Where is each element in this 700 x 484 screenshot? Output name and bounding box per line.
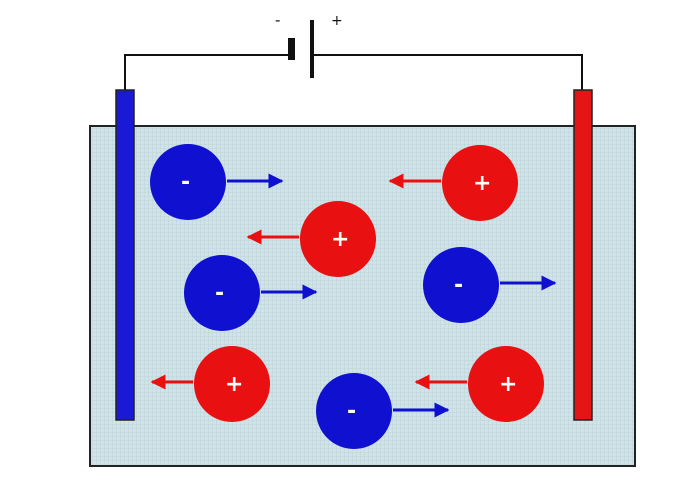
ion-charge-label: + bbox=[499, 372, 517, 397]
ion-charge-label: - bbox=[181, 170, 190, 195]
anion-circle bbox=[316, 373, 392, 449]
battery-positive-terminal-label: + bbox=[331, 13, 343, 29]
cation-circle bbox=[300, 201, 376, 277]
battery-negative-plate bbox=[288, 38, 295, 60]
anode-electrode bbox=[573, 89, 593, 421]
ion-charge-label: + bbox=[225, 372, 243, 397]
cation-circle bbox=[194, 346, 270, 422]
circuit-wire bbox=[124, 54, 583, 90]
cathode-electrode bbox=[115, 89, 135, 421]
anion-circle bbox=[184, 255, 260, 331]
anion-circle bbox=[423, 247, 499, 323]
ions-layer: - + + - - + + - bbox=[150, 144, 557, 449]
cation-ion: + bbox=[150, 346, 270, 422]
ion-charge-label: - bbox=[347, 399, 356, 424]
battery-positive-plate bbox=[310, 20, 314, 78]
anion-circle bbox=[150, 144, 226, 220]
anion-ion: - bbox=[150, 144, 284, 220]
anion-ion: - bbox=[316, 373, 450, 449]
ion-charge-label: + bbox=[473, 171, 491, 196]
ion-charge-label: - bbox=[454, 273, 463, 298]
anion-ion: - bbox=[423, 247, 557, 323]
cation-ion: + bbox=[414, 346, 544, 422]
battery: - + bbox=[275, 11, 343, 78]
ion-charge-label: - bbox=[215, 281, 224, 306]
cation-circle bbox=[468, 346, 544, 422]
battery-negative-terminal-label: - bbox=[275, 11, 280, 29]
cation-circle bbox=[442, 145, 518, 221]
ion-charge-label: + bbox=[331, 227, 349, 252]
cation-ion: + bbox=[388, 145, 518, 221]
anion-ion: - bbox=[184, 255, 318, 331]
cation-ion: + bbox=[246, 201, 376, 277]
